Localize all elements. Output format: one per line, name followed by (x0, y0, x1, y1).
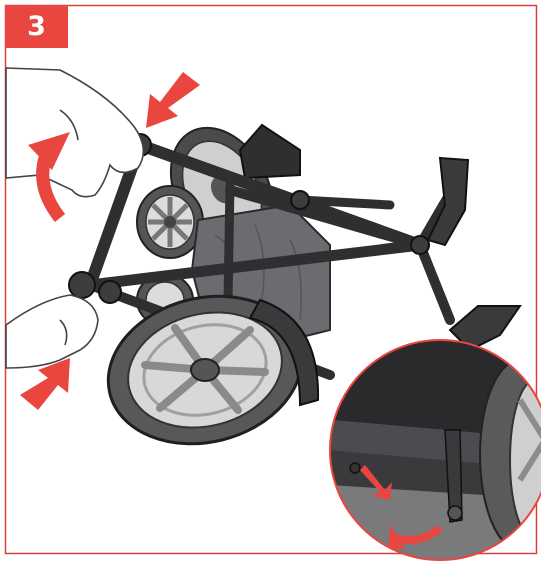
arrow-rotate-icon (393, 524, 443, 544)
arrow-press-icon (360, 465, 392, 500)
hand-bottom (5, 294, 99, 369)
step-number-badge: 3 (5, 5, 68, 48)
zoom-detail (330, 340, 541, 560)
wheel-guard (248, 298, 320, 407)
handle-post-top (426, 156, 470, 247)
arrow-rotate-icon (28, 132, 70, 223)
arrow-press-icon (146, 72, 200, 128)
seat-back (238, 123, 301, 180)
handle-post-lower (448, 305, 522, 352)
front-wheel-left (136, 185, 204, 259)
arrow-press-icon (20, 358, 70, 410)
rear-wheel-bottom (106, 294, 304, 446)
zoom-circle-ring (329, 339, 541, 561)
